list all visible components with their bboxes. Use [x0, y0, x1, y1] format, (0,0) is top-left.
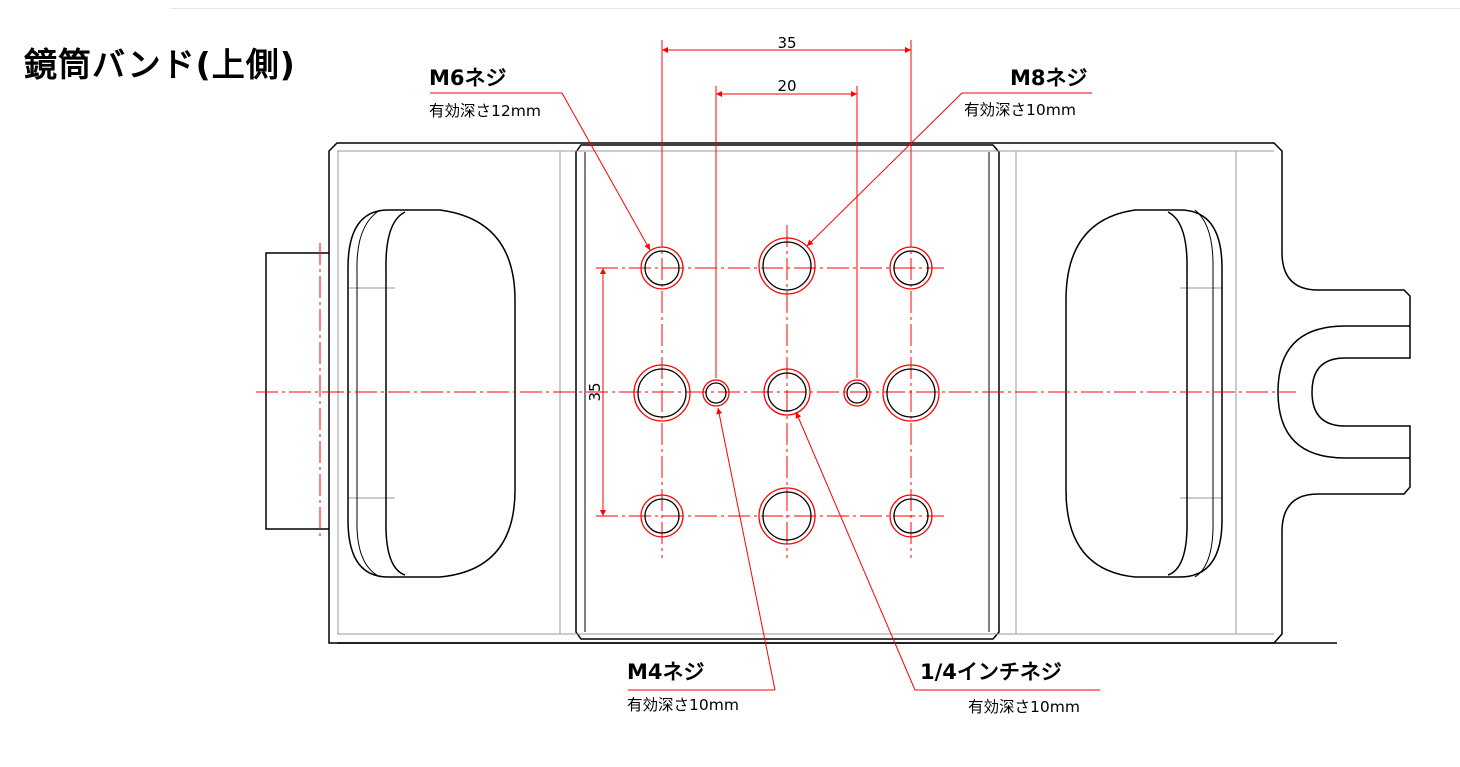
callout-m4-depth: 有効深さ10mm — [627, 696, 739, 714]
dimension-lines — [600, 40, 912, 516]
band-outline — [265, 142, 1411, 644]
u-slot — [1277, 325, 1410, 459]
callout-quarter-inch-name: 1/4インチネジ — [920, 660, 1062, 684]
callout-m6-depth: 有効深さ12mm — [429, 102, 541, 120]
hole-m4-right — [843, 379, 871, 407]
page-title: 鏡筒バンド(上側) — [24, 45, 296, 84]
hole-m6-top-right — [889, 246, 933, 290]
main-outline — [328, 142, 1411, 644]
hole-m4-left — [702, 379, 730, 407]
dim-top-inner: 20 — [777, 77, 796, 95]
hole-m6-bottom-left — [640, 494, 684, 538]
callout-m8-name: M8ネジ — [1010, 66, 1088, 90]
right-pocket — [1065, 209, 1223, 578]
top-divider — [170, 8, 1460, 9]
left-pocket — [347, 209, 516, 578]
hole-m6-bottom-right — [889, 494, 933, 538]
center-lines — [256, 225, 1296, 558]
hole-m8-left — [633, 364, 691, 422]
callout-m8-depth: 有効深さ10mm — [964, 101, 1076, 119]
hole-m8-top — [758, 237, 816, 295]
hole-pattern — [633, 237, 940, 545]
dim-vertical: 35 — [586, 382, 604, 401]
dim-top-outer: 35 — [777, 34, 796, 52]
callout-m6-name: M6ネジ — [429, 66, 507, 90]
callout-m4-name: M4ネジ — [627, 660, 705, 684]
callout-quarter-inch-depth: 有効深さ10mm — [968, 698, 1080, 716]
leader-lines — [430, 92, 1100, 691]
hole-m8-bottom — [758, 487, 816, 545]
left-tab — [265, 252, 329, 530]
hole-quarter-inch — [763, 368, 811, 416]
hole-m6-top-left — [640, 246, 684, 290]
hole-m8-right — [882, 364, 940, 422]
